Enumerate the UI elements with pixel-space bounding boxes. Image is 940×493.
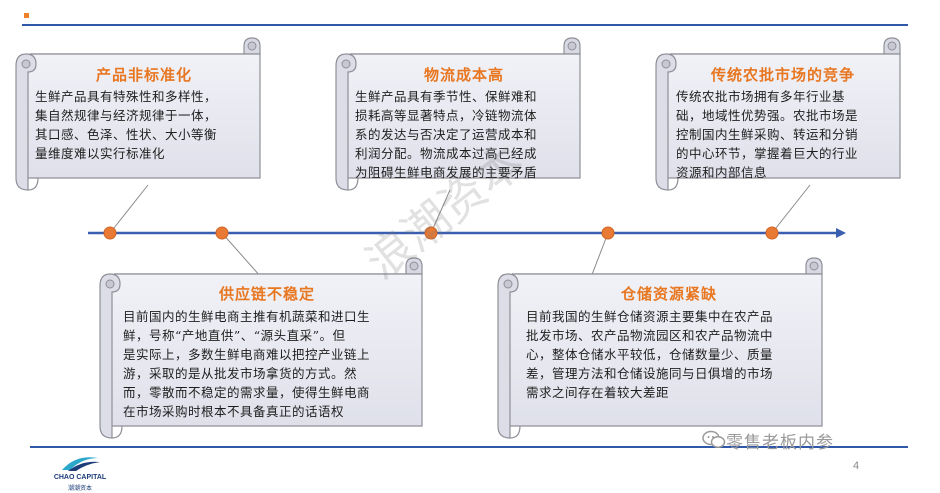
scroll-bottom-fold bbox=[509, 425, 521, 439]
scroll-top-curl bbox=[670, 37, 901, 55]
logo-text-en: CHAO CAPITAL bbox=[53, 474, 107, 481]
top-accent-mark bbox=[24, 13, 29, 18]
wechat-account-name: 零售老板内参 bbox=[726, 433, 834, 453]
connector-line-5 bbox=[771, 184, 811, 234]
scroll-left-curl bbox=[15, 53, 37, 191]
card-line: 心，整体仓储水平较低，仓储数量少、质量 bbox=[526, 347, 774, 362]
scroll-top-curl bbox=[30, 37, 261, 55]
scroll-top-roll bbox=[567, 41, 577, 51]
scroll-top-curl bbox=[114, 257, 423, 275]
card-line: 游，采取的是从批发市场拿货的方式。然 bbox=[123, 366, 358, 381]
scroll-card-shape-1 bbox=[15, 37, 261, 191]
timeline-node-4 bbox=[601, 226, 615, 240]
timeline-arrowhead bbox=[836, 228, 846, 238]
scroll-left-roll bbox=[503, 279, 513, 289]
card-line: 鲜，号称“产地直供”、“源头直采”。但 bbox=[123, 328, 346, 343]
scroll-card-shape-4 bbox=[99, 257, 423, 439]
card-body-warehousing: 目前我国的生鲜仓储资源主要集中在农产品 批发市场、农产品物流园区和农产品物流中 … bbox=[526, 307, 826, 402]
scroll-top-roll bbox=[809, 261, 819, 271]
card-line: 础，地域性优势强。农批市场是 bbox=[676, 108, 859, 123]
scroll-bottom-fold bbox=[667, 177, 679, 191]
scroll-left-roll bbox=[105, 279, 115, 289]
scroll-left-curl bbox=[99, 273, 121, 439]
timeline-node-3 bbox=[424, 226, 438, 240]
card-line: 量维度难以实行标准化 bbox=[35, 146, 166, 161]
card-line: 资源和内部信息 bbox=[676, 165, 768, 180]
card-line: 生鲜产品具有季节性、保鲜难和 bbox=[355, 89, 538, 104]
card-line: 其口感、色泽、性状、大小等衡 bbox=[35, 127, 218, 142]
wechat-icon bbox=[702, 430, 726, 448]
card-line: 在市场采购时根本不具备真正的话语权 bbox=[123, 404, 345, 419]
top-rule bbox=[22, 24, 908, 26]
scroll-top-roll bbox=[409, 261, 419, 271]
scroll-top-curl bbox=[350, 37, 581, 55]
card-title-supply-chain: 供应链不稳定 bbox=[218, 285, 315, 303]
scroll-left-curl bbox=[655, 53, 677, 191]
timeline-node-1 bbox=[103, 226, 117, 240]
card-body-product-standardization: 生鲜产品具有特殊性和多样性， 集自然规律与经济规律于一体， 其口感、色泽、性状、… bbox=[35, 87, 265, 163]
scroll-top-roll bbox=[247, 41, 257, 51]
card-line: 集自然规律与经济规律于一体， bbox=[35, 108, 218, 123]
scroll-bottom-fold bbox=[347, 177, 359, 191]
scroll-card-shape-3 bbox=[655, 37, 901, 191]
card-title-product-standardization: 产品非标准化 bbox=[95, 66, 192, 84]
card-title-logistics-cost: 物流成本高 bbox=[423, 66, 504, 84]
connector-line-1 bbox=[109, 184, 149, 234]
scroll-top-curl bbox=[512, 257, 823, 275]
timeline-node-2 bbox=[215, 226, 229, 240]
card-line: 传统农批市场拥有多年行业基 bbox=[676, 89, 846, 104]
card-line: 为阻碍生鲜电商发展的主要矛盾 bbox=[355, 165, 538, 180]
bottom-rule bbox=[30, 446, 908, 448]
card-title-wholesale-market: 传统农批市场的竞争 bbox=[710, 66, 855, 84]
card-line: 是实际上，多数生鲜电商难以把控产业链上 bbox=[123, 347, 371, 362]
card-body-logistics-cost: 生鲜产品具有季节性、保鲜难和 损耗高等显著特点，冷链物流体 系的发达与否决定了运… bbox=[355, 87, 587, 182]
card-title-warehousing: 仓储资源紧缺 bbox=[620, 285, 717, 303]
scroll-bottom-fold bbox=[27, 177, 39, 191]
scroll-left-roll bbox=[341, 59, 351, 69]
page-number: 4 bbox=[853, 460, 860, 472]
card-body-wholesale-market: 传统农批市场拥有多年行业基 础，地域性优势强。农批市场是 控制国内生鲜采购、转运… bbox=[676, 87, 902, 182]
scroll-card-shape-5 bbox=[497, 257, 823, 439]
scroll-left-curl bbox=[497, 273, 519, 439]
company-logo: CHAO CAPITAL 潮潮资本 bbox=[40, 452, 120, 492]
scroll-card-shape-2 bbox=[335, 37, 581, 191]
card-line: 控制国内生鲜采购、转运和分销 bbox=[676, 127, 859, 142]
card-line: 生鲜产品具有特殊性和多样性， bbox=[35, 89, 218, 104]
card-line: 而，零散而不稳定的需求量，使得生鲜电商 bbox=[123, 385, 371, 400]
logo-text-cn: 潮潮资本 bbox=[67, 486, 92, 492]
card-body-supply-chain: 目前国内的生鲜电商主推有机蔬菜和进口生 鲜，号称“产地直供”、“源头直采”。但 … bbox=[123, 307, 423, 421]
connector-line-3 bbox=[430, 189, 451, 234]
scroll-top-roll bbox=[887, 41, 897, 51]
card-line: 目前国内的生鲜电商主推有机蔬菜和进口生 bbox=[123, 309, 371, 324]
card-line: 的中心环节，掌握着巨大的行业 bbox=[676, 146, 859, 161]
card-line: 目前我国的生鲜仓储资源主要集中在农产品 bbox=[526, 309, 774, 324]
card-line: 差，管理方法和仓储设施同与日俱增的市场 bbox=[526, 366, 774, 381]
logo-wave-icon bbox=[62, 457, 100, 471]
scroll-bottom-fold bbox=[111, 425, 123, 439]
card-line: 系的发达与否决定了运营成本和 bbox=[355, 127, 538, 142]
scroll-left-roll bbox=[661, 59, 671, 69]
scroll-left-roll bbox=[21, 59, 31, 69]
timeline-node-5 bbox=[765, 226, 779, 240]
card-line: 利润分配。物流成本过高已经成 bbox=[355, 146, 538, 161]
card-line: 损耗高等显著特点，冷链物流体 bbox=[355, 108, 538, 123]
card-line: 需求之间存在着较大差距 bbox=[526, 385, 670, 400]
card-line: 批发市场、农产品物流园区和农产品物流中 bbox=[526, 328, 774, 343]
scroll-left-curl bbox=[335, 53, 357, 191]
